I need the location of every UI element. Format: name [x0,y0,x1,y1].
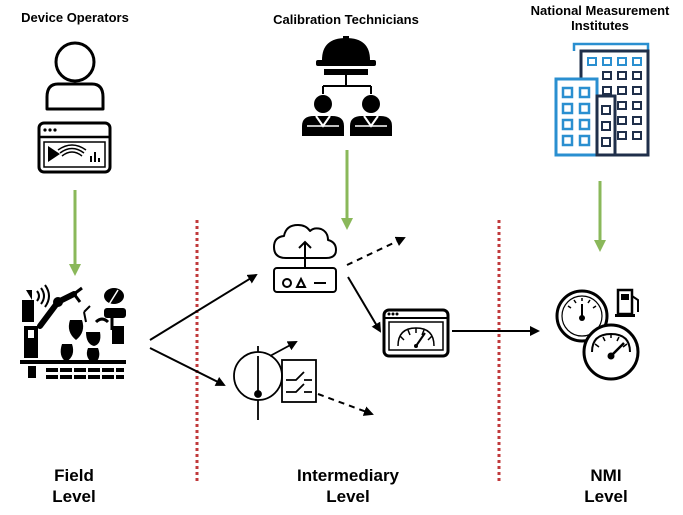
cloud-gateway-icon [273,224,337,293]
meter-switch-icon [233,341,317,420]
label-nmi-role: National Measurement Institutes [517,3,683,33]
label-nmi-role-line2: Institutes [571,18,629,33]
smart-farm-robot-icon [20,284,126,379]
level-field-line1: Field [54,466,94,485]
level-intermediary: Intermediary Level [282,465,414,507]
arrow-field-to-cloud [149,273,258,341]
engineers-hardhat-icon [302,36,392,136]
level-intermediary-line1: Intermediary [296,466,400,485]
level-nmi-line1: NMI [590,466,622,485]
arrow-meter-outbound-dashed [317,393,374,416]
arrow-cloud-outbound-dashed [346,236,406,266]
label-nmi-role-line1: National Measurement [530,3,670,18]
level-field-line2: Level [52,487,96,506]
gauges-icon [555,288,640,381]
level-nmi-line2: Level [584,487,628,506]
user-icon [45,41,105,111]
arrow-field-to-meter [149,347,226,386]
video-screen-icon [37,121,112,174]
label-device-operators: Device Operators [8,10,142,25]
gauge-panel-icon [382,308,450,358]
label-calibration-technicians-text: Calibration Technicians [273,12,419,27]
arrow-cloud-to-gauge [347,276,382,333]
label-device-operators-text: Device Operators [21,10,129,25]
level-intermediary-line2: Level [326,487,370,506]
level-nmi: NMI Level [566,465,646,507]
office-buildings-icon [554,42,650,157]
label-calibration-technicians: Calibration Technicians [254,12,438,27]
level-field: Field Level [34,465,114,507]
